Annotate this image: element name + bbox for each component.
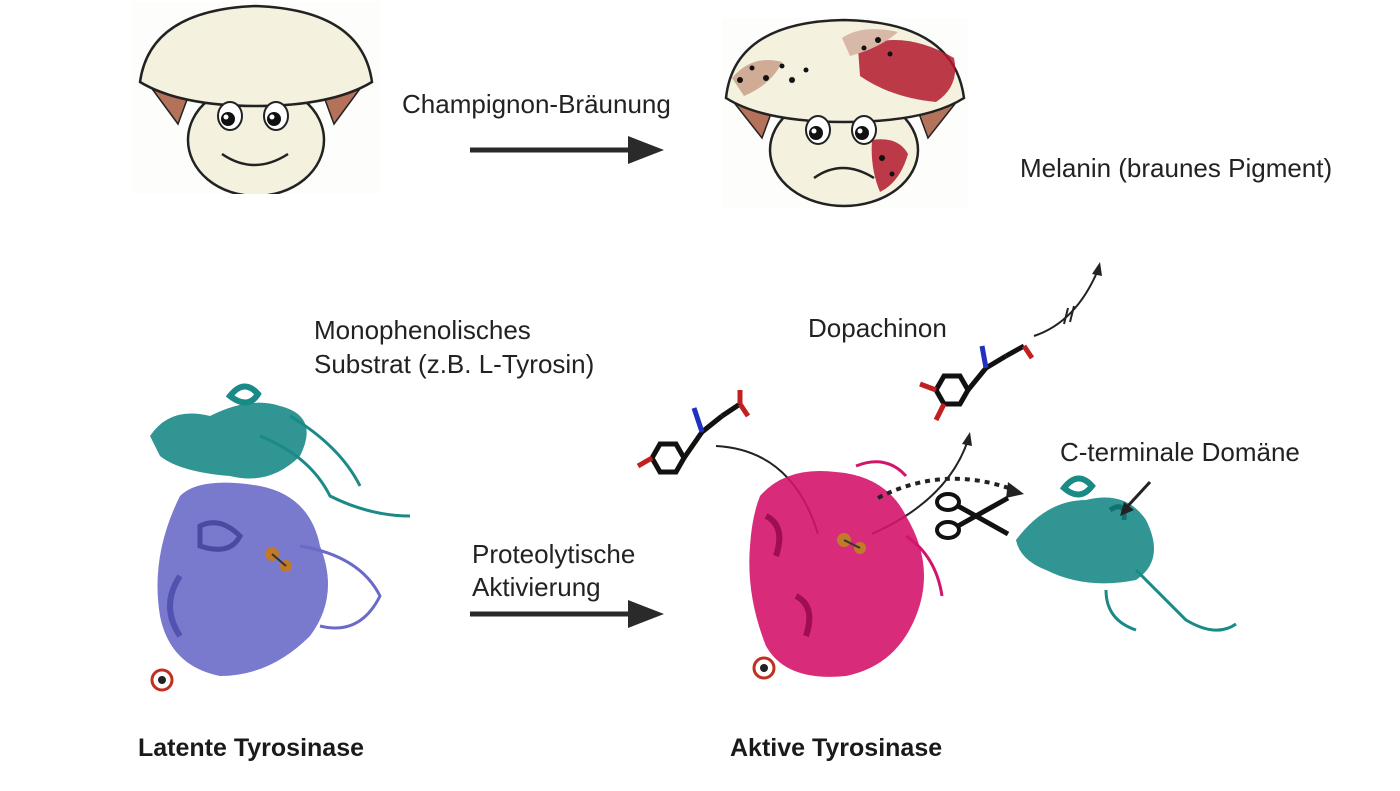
activation-label-line2: Aktivierung	[472, 572, 601, 602]
latent-tyrosinase-caption: Latente Tyrosinase	[138, 734, 365, 762]
activation-label-line1: Proteolytische	[472, 539, 636, 569]
sad-mushroom-icon	[724, 18, 966, 208]
latent-tyrosinase-structure	[150, 383, 411, 692]
activation-arrow	[470, 600, 664, 628]
happy-mushroom-panel	[132, 2, 380, 198]
c-terminal-label: C-terminale Domäne	[1060, 437, 1300, 467]
sad-mushroom-panel	[722, 18, 968, 208]
browning-label: Champignon-Bräunung	[402, 89, 671, 119]
scissors-icon	[935, 492, 1010, 540]
melanin-arrow	[1033, 262, 1102, 337]
cleavage-dotted-arrow	[877, 476, 1024, 500]
active-tyrosinase-structure	[749, 460, 944, 680]
browning-arrow	[470, 136, 664, 164]
tyrosine-molecule	[636, 390, 751, 475]
substrate-label-line1: Monophenolisches	[314, 315, 531, 345]
dopaquinone-molecule	[919, 343, 1035, 422]
c-terminal-pointer-arrow	[1120, 480, 1152, 516]
dopachinon-label: Dopachinon	[808, 313, 947, 343]
c-terminal-domain-structure	[1016, 475, 1237, 632]
happy-mushroom-icon	[138, 4, 374, 198]
substrate-label-line2: Substrat (z.B. L-Tyrosin)	[314, 349, 595, 379]
active-tyrosinase-caption: Aktive Tyrosinase	[730, 734, 943, 762]
melanin-label: Melanin (braunes Pigment)	[1020, 153, 1333, 183]
